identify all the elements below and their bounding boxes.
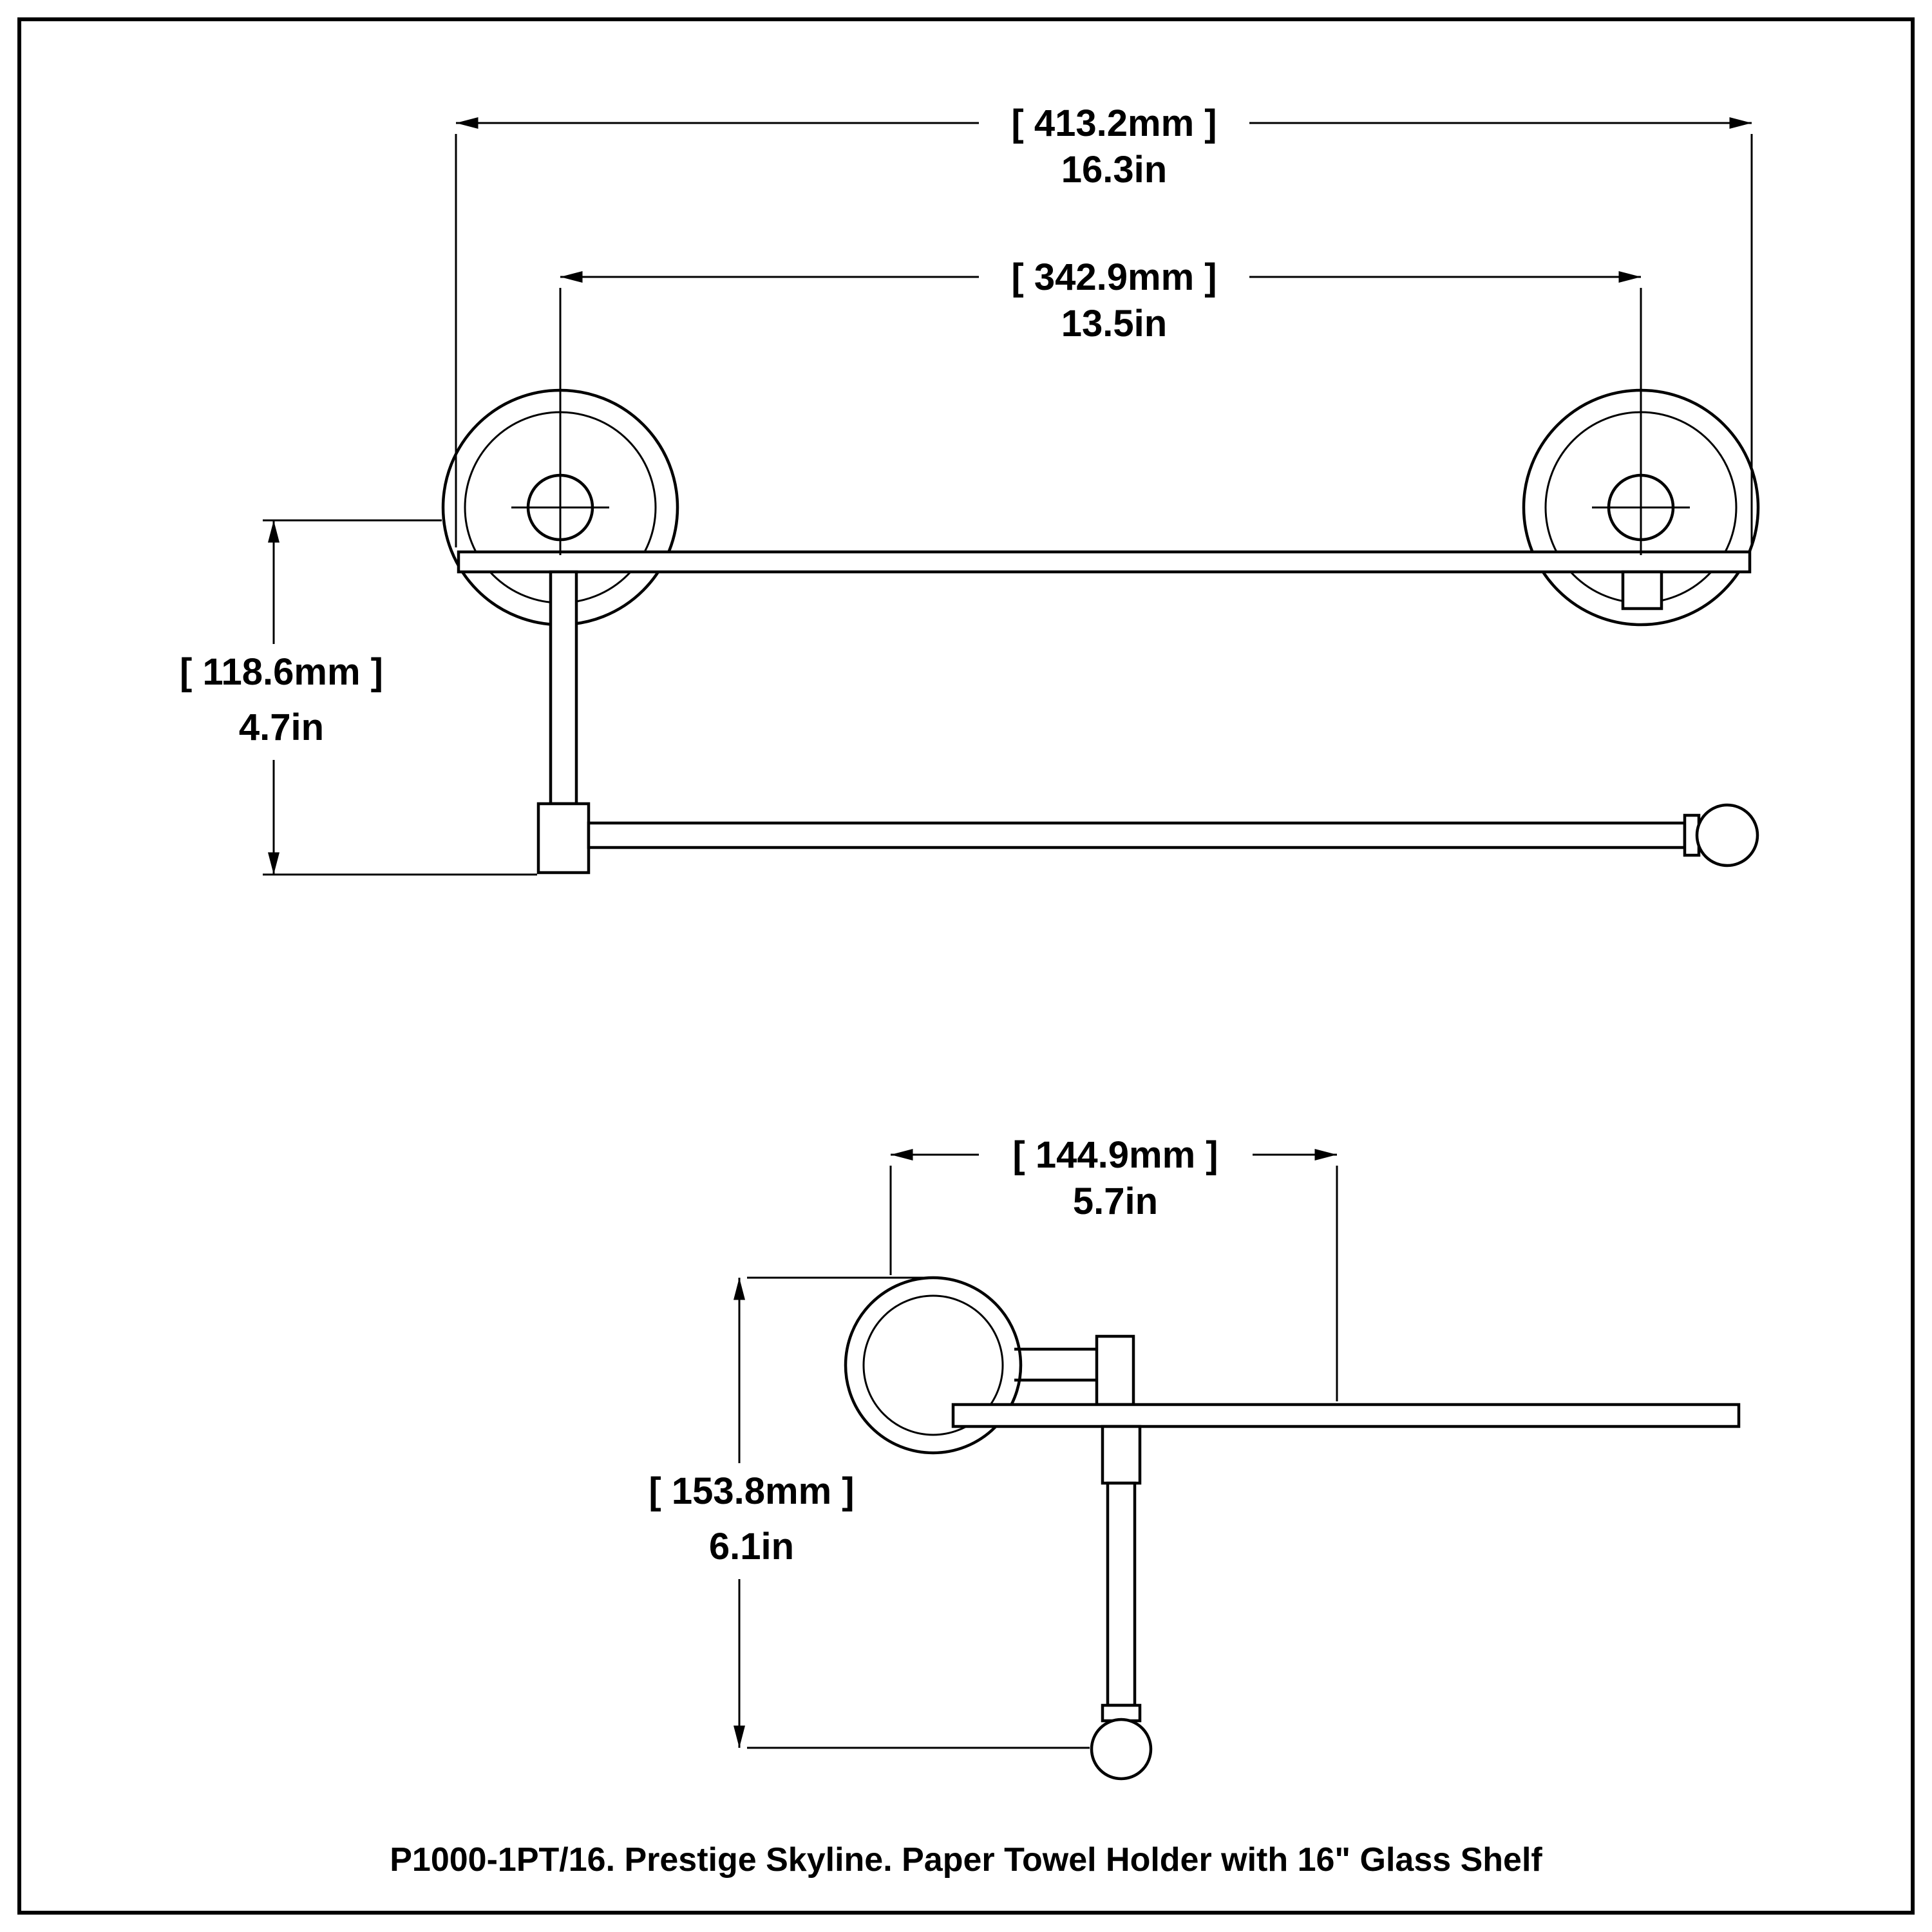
side-flange-outer-circle [844,1276,1023,1455]
drop-height-label-mask [140,644,423,760]
overall-width-label-mask [979,97,1249,149]
front-view: [ 413.2mm ] 16.3in [ 342.9mm ] 13.5in [ … [140,97,1760,876]
overall-width-in-label: 16.3in [1061,149,1167,191]
projection-label-mask [979,1129,1253,1180]
side-glass-shelf [951,1403,1741,1428]
support-arm-block [1095,1334,1135,1406]
towel-bar [587,821,1687,849]
drop-height-mm-label: [ 118.6mm ] [180,651,383,693]
center-spacing-label-mask [979,251,1249,303]
right-shelf-bracket [1621,570,1663,611]
projection-in-label: 5.7in [1073,1180,1158,1222]
side-flange-inner-circle [862,1294,1004,1436]
product-caption: P1000-1PT/16. Prestige Skyline. Paper To… [390,1841,1542,1879]
ball-finial [1695,803,1759,867]
center-spacing-mm-label: [ 342.9mm ] [1011,256,1217,298]
glass-shelf [457,550,1752,574]
drop-post [549,570,578,806]
page-border-frame [17,17,1915,1915]
side-view: [ 144.9mm ] 5.7in [ 153.8mm ] 6.1in [610,1129,1741,1781]
side-drop-post [1106,1481,1137,1707]
side-ball-finial [1090,1718,1153,1781]
drop-height-in-label: 4.7in [239,706,324,748]
height-in-label: 6.1in [709,1526,794,1567]
side-bracket [1101,1425,1142,1485]
height-label-mask [610,1463,893,1579]
overall-width-mm-label: [ 413.2mm ] [1011,102,1217,144]
projection-mm-label: [ 144.9mm ] [1012,1134,1218,1176]
pivot-block [536,802,591,875]
height-mm-label: [ 153.8mm ] [649,1470,854,1512]
center-spacing-in-label: 13.5in [1061,303,1167,345]
